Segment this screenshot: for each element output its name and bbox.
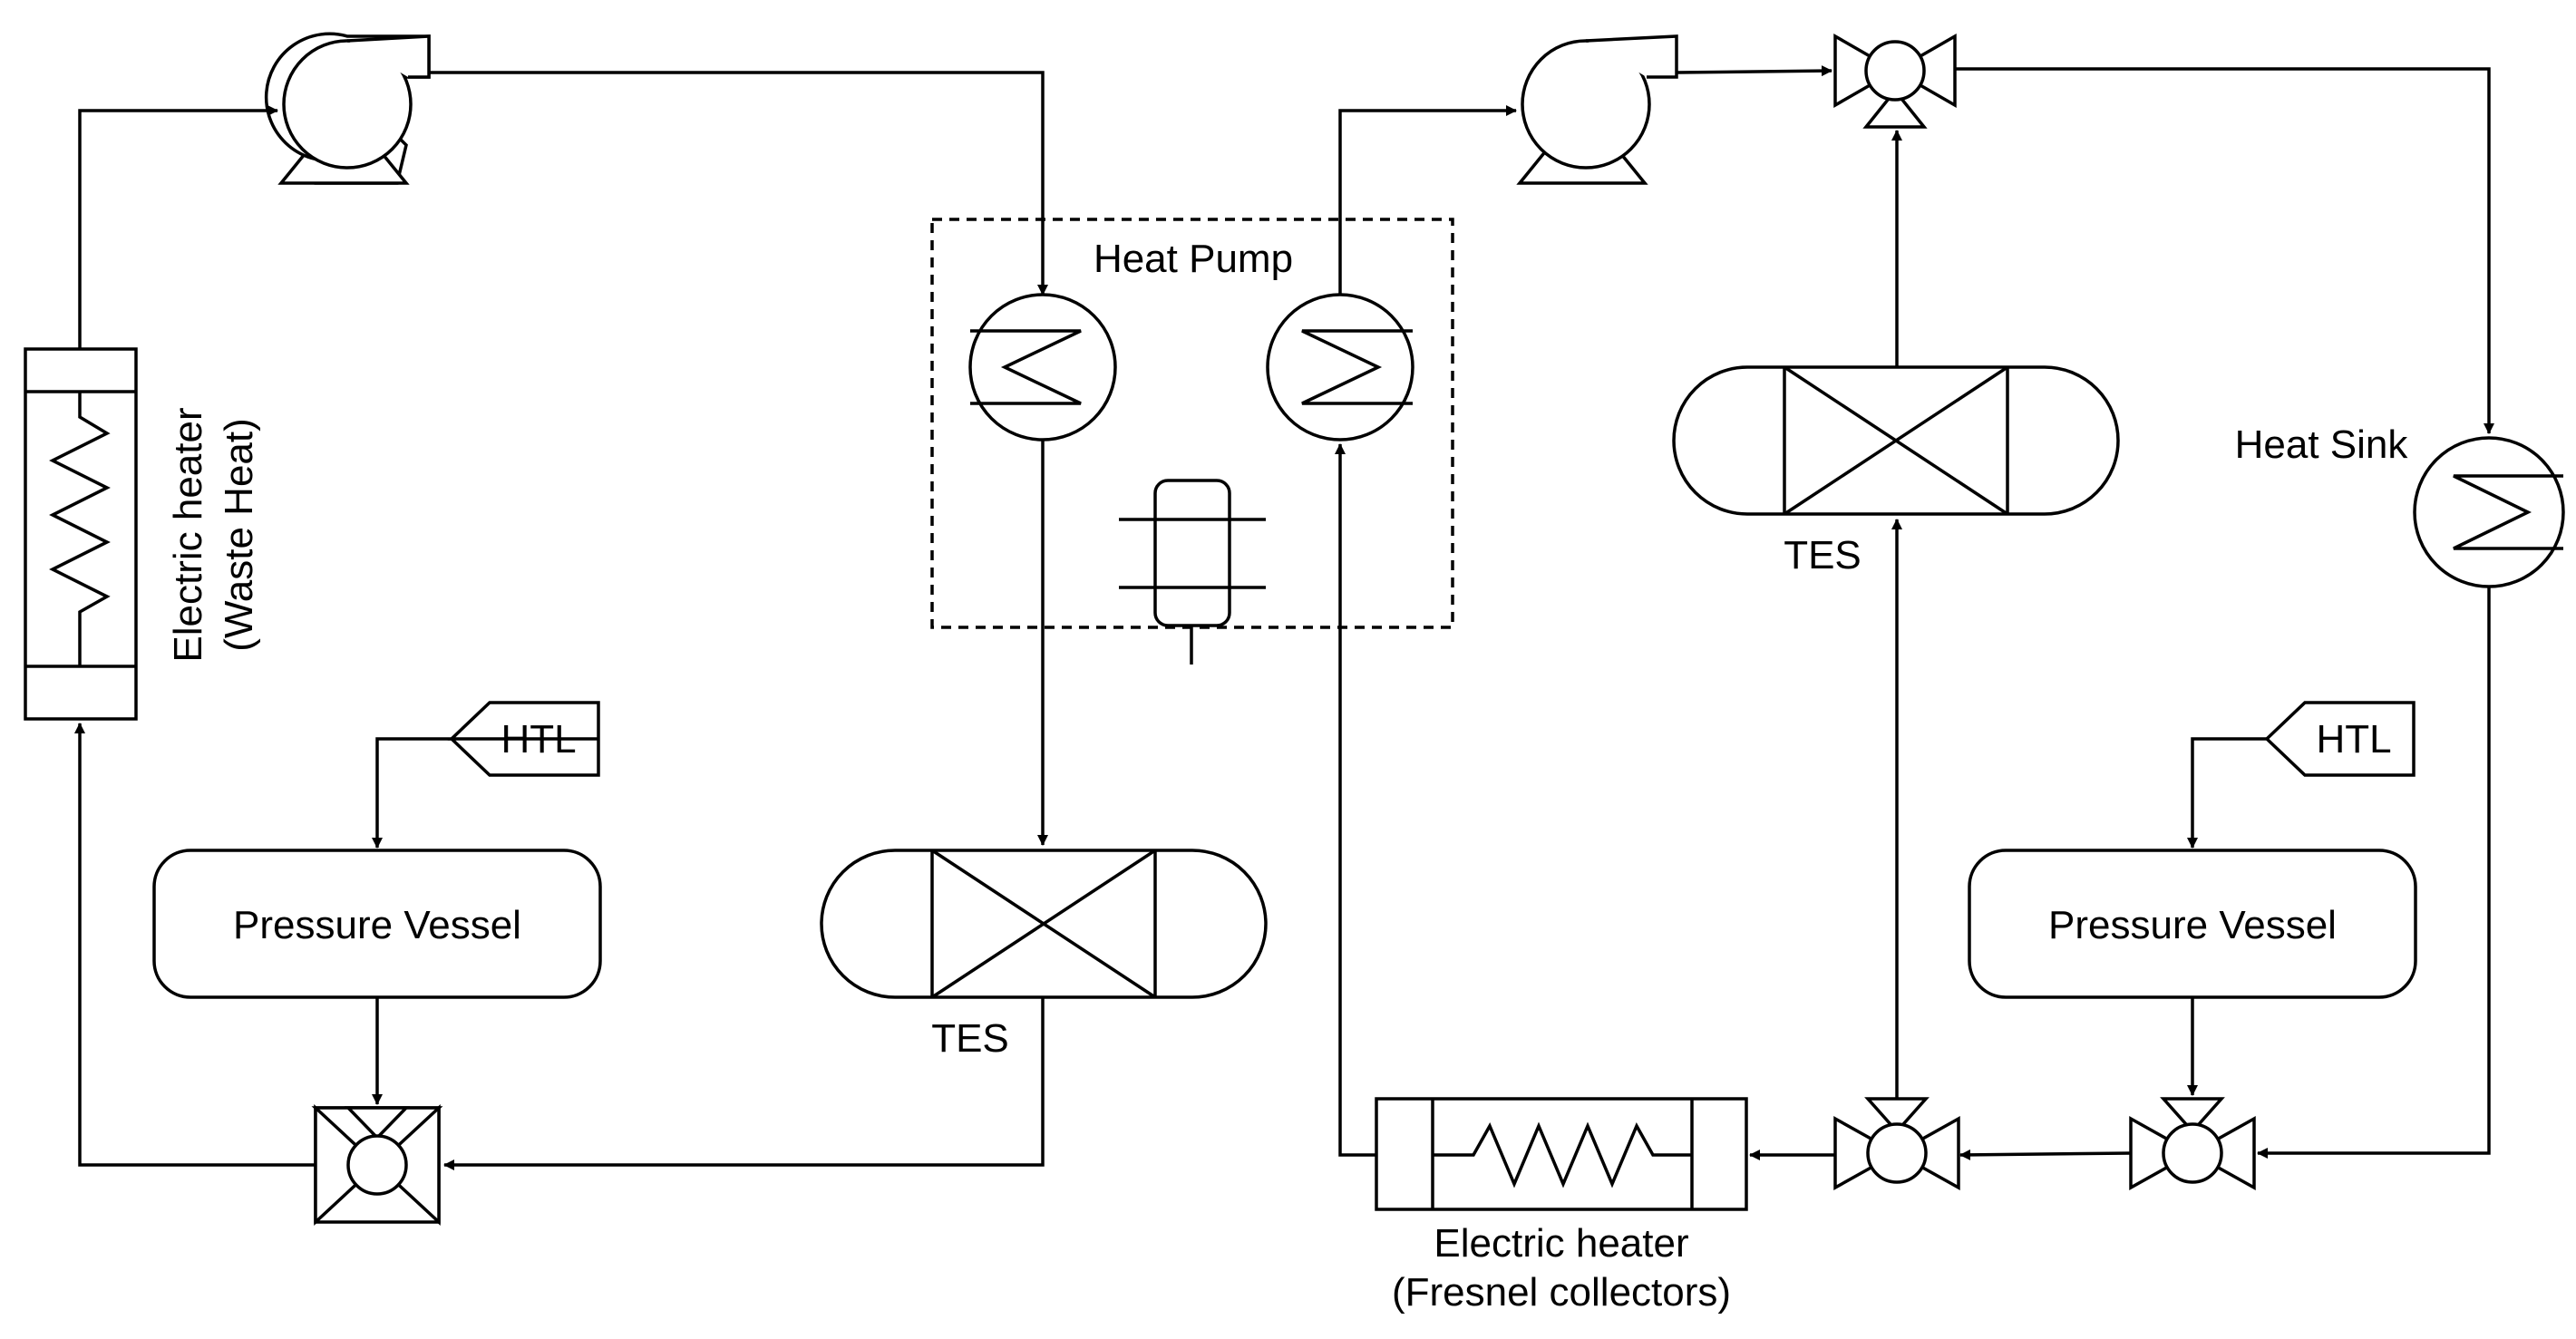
pipe-valve-to-heater-left: [74, 723, 316, 1167]
electric-heater-left-label-2: (Waste Heat): [217, 418, 261, 652]
tes-right: [1672, 365, 2120, 516]
electric-heater-fresnel: [1375, 1097, 1748, 1211]
pipe-heater-to-pump-left: [78, 105, 278, 349]
tes-right-label: TES: [1784, 533, 1862, 577]
heat-pump-label: Heat Pump: [1094, 237, 1293, 281]
pipe-valve-right-to-valve-middle: [1959, 1149, 2132, 1160]
heat-pump-compressor: [1119, 479, 1266, 665]
pipe-tes-to-valve-left: [443, 997, 1045, 1170]
pump-right: [1516, 34, 1678, 185]
pipe-valve-to-heat-sink: [1955, 67, 2494, 434]
valve-left: [311, 1103, 443, 1227]
valve-bottom-middle: [1833, 1097, 1960, 1190]
htl-right-label: HTL: [2316, 717, 2391, 762]
htl-left-tag: [447, 701, 600, 777]
pipe-heat-pump-to-pump-right: [1338, 105, 1517, 295]
heat-pump-exchanger-right: [1266, 293, 1414, 441]
heat-sink-exchanger: [2413, 436, 2565, 588]
electric-heater-bottom-label-1: Electric heater: [1434, 1221, 1688, 1266]
pump-left: [264, 32, 431, 185]
pipe-heat-sink-to-valve-bottom-right: [2257, 587, 2491, 1159]
htl-left-label: HTL: [501, 717, 576, 762]
pipe-htl-to-vessel-right: [2187, 737, 2267, 849]
pressure-vessel-right-label: Pressure Vessel: [2048, 903, 2337, 947]
heat-sink-label: Heat Sink: [2235, 422, 2409, 467]
electric-heater-left-label-1: Electric heater: [166, 407, 210, 662]
pipe-pump-to-heat-pump-left: [429, 71, 1048, 296]
pipe-htl-to-vessel-left: [372, 737, 452, 849]
tes-left-label: TES: [931, 1016, 1009, 1061]
pipe-heater-bottom-to-heat-pump: [1335, 443, 1376, 1157]
electric-heater-waste-heat: [24, 347, 138, 721]
pressure-vessel-left-label: Pressure Vessel: [233, 903, 521, 947]
heat-pump-exchanger-left: [968, 293, 1117, 441]
valve-top: [1833, 33, 1957, 129]
pipe-pump-to-valve-top: [1676, 65, 1832, 77]
tes-left: [820, 849, 1268, 999]
electric-heater-bottom-label-2: (Fresnel collectors): [1392, 1270, 1731, 1315]
htl-right-tag: [2264, 701, 2416, 777]
valve-bottom-right: [2129, 1097, 2256, 1190]
